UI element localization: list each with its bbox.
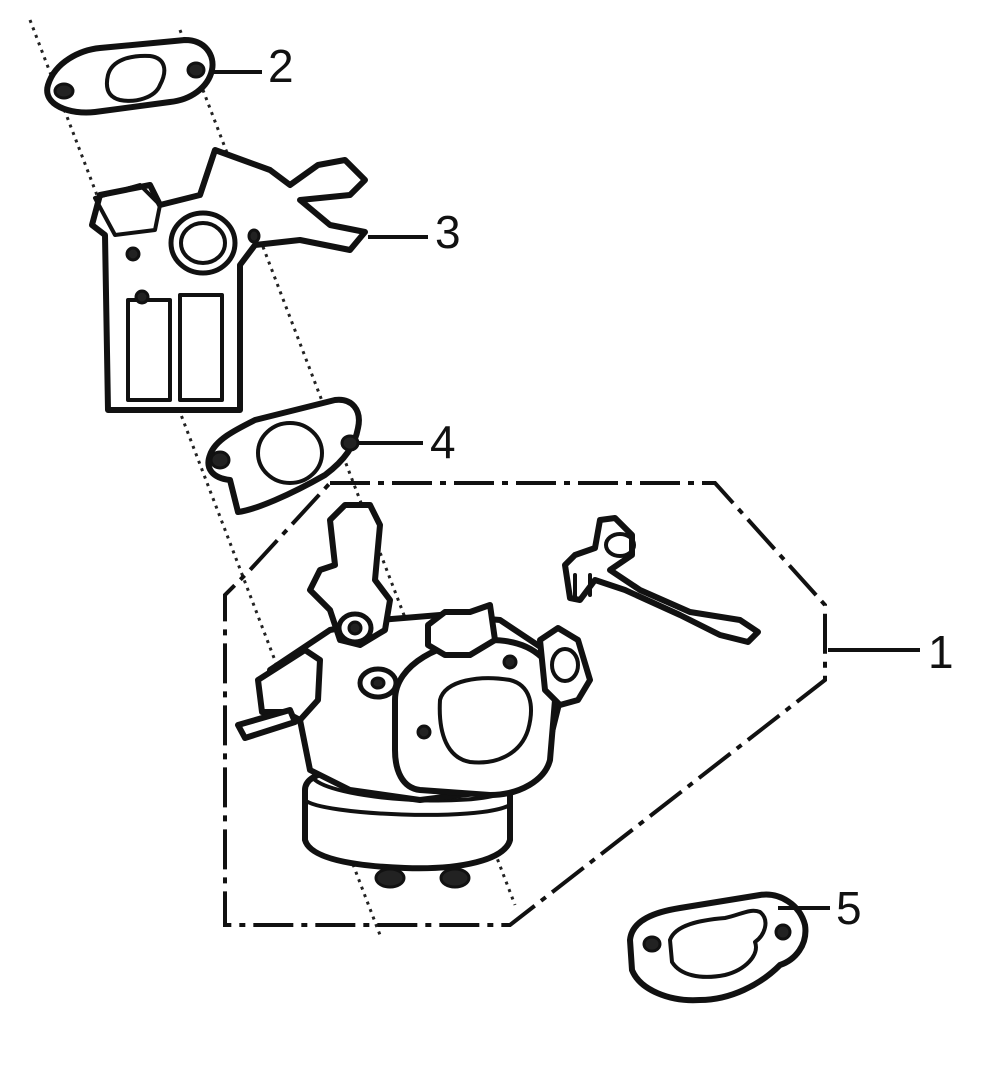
part-1-carburetor-assembly[interactable]: [235, 502, 593, 889]
part-1-group-outline: [223, 481, 827, 927]
part-1-throttle-lever[interactable]: [562, 515, 761, 645]
callout-label-4: 4: [430, 416, 456, 468]
callout-label-5: 5: [836, 882, 862, 934]
part-2-gasket[interactable]: [44, 37, 216, 116]
part-3-insulator-bracket[interactable]: [89, 147, 368, 413]
callout-label-1: 1: [928, 626, 954, 678]
callout-label-3: 3: [435, 206, 461, 258]
part-4-gasket[interactable]: [205, 396, 362, 515]
callout-label-2: 2: [268, 40, 294, 92]
part-5-gasket[interactable]: [627, 891, 809, 1004]
